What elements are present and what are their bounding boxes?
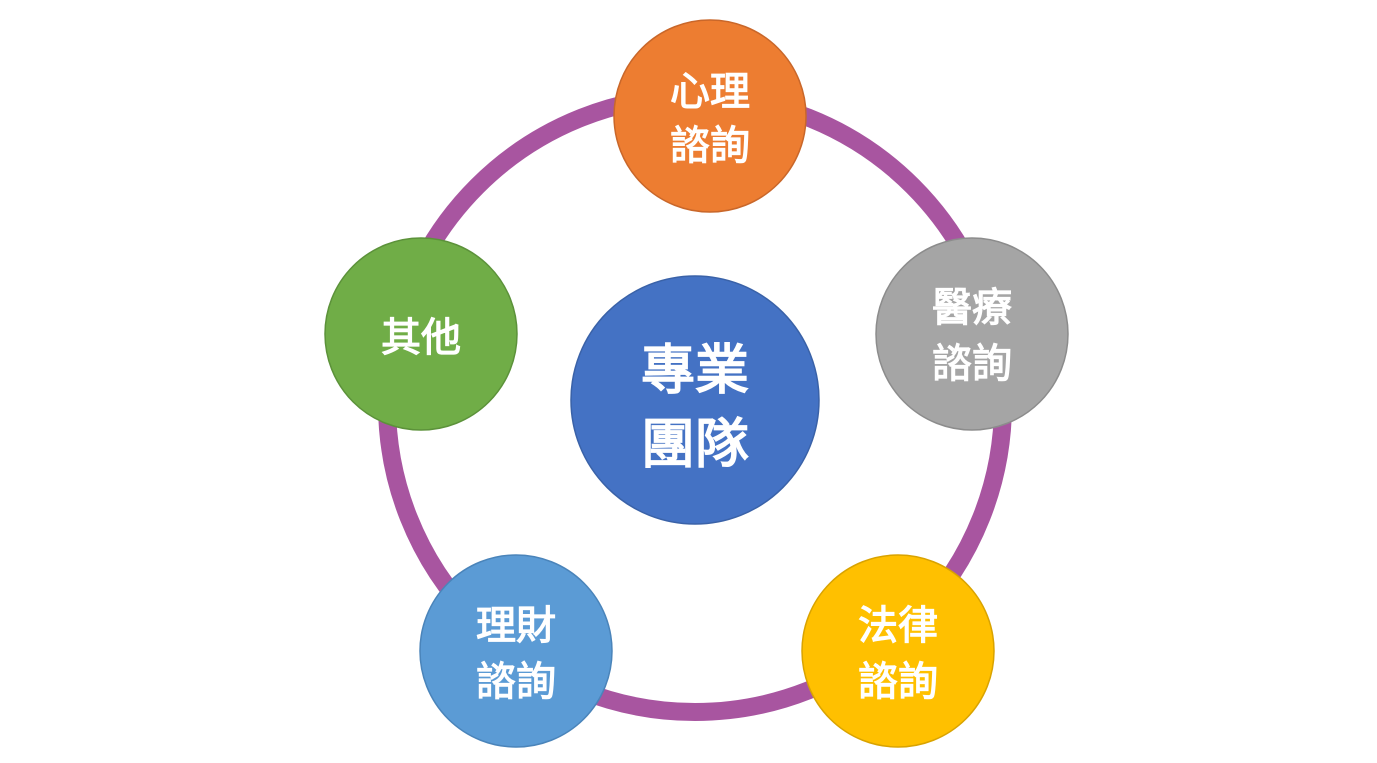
node-legal-label-line-1: 法律 bbox=[858, 603, 938, 649]
node-legal-circle bbox=[801, 554, 995, 748]
center-node-label-line-1: 專業 bbox=[641, 339, 749, 402]
node-finance: 理財 諮詢 bbox=[419, 554, 613, 748]
node-psychology-label-line-1: 心理 bbox=[670, 69, 750, 115]
node-finance-label-line-2: 諮詢 bbox=[476, 659, 556, 705]
node-psychology: 心理 諮詢 bbox=[613, 19, 807, 213]
center-node: 專業 團隊 bbox=[570, 275, 820, 525]
node-psychology-label-line-2: 諮詢 bbox=[670, 123, 750, 169]
node-medical-label-line-2: 諮詢 bbox=[932, 341, 1012, 387]
node-other-label-line-1: 其他 bbox=[381, 315, 461, 361]
node-medical-label-line-1: 醫療 bbox=[932, 285, 1013, 331]
node-other: 其他 bbox=[324, 237, 518, 431]
center-node-label-line-2: 團隊 bbox=[641, 413, 749, 476]
node-legal-label-line-2: 諮詢 bbox=[858, 659, 938, 705]
node-finance-label-line-1: 理財 bbox=[476, 603, 556, 649]
node-medical: 醫療 諮詢 bbox=[875, 237, 1069, 431]
node-finance-circle bbox=[419, 554, 613, 748]
center-node-circle bbox=[570, 275, 820, 525]
node-legal: 法律 諮詢 bbox=[801, 554, 995, 748]
node-other-circle bbox=[324, 237, 518, 431]
node-medical-circle bbox=[875, 237, 1069, 431]
node-psychology-circle bbox=[613, 19, 807, 213]
